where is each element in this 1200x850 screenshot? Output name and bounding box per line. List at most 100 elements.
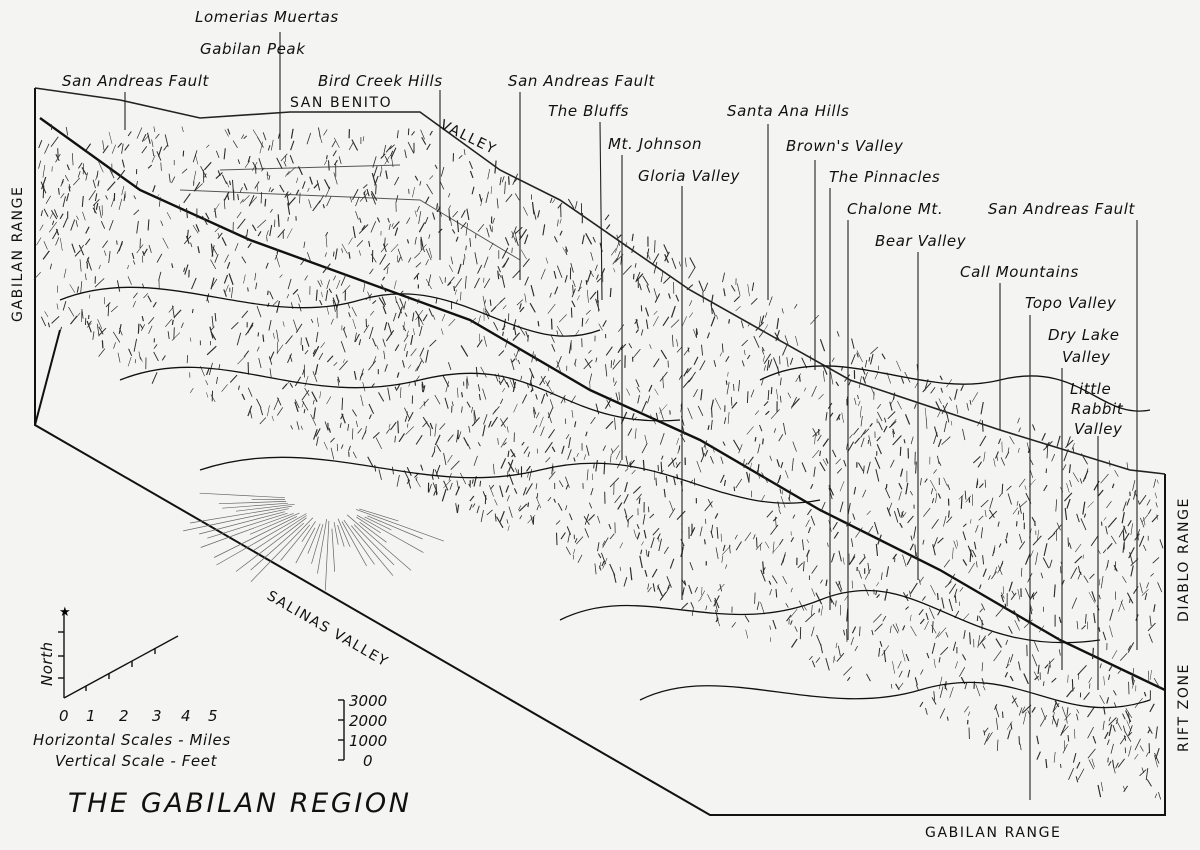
hachure-stroke	[731, 622, 736, 628]
hachure-stroke	[325, 155, 328, 160]
hachure-stroke	[472, 503, 476, 508]
hachure-stroke	[1119, 652, 1128, 661]
hachure-stroke	[744, 615, 750, 623]
hachure-stroke	[152, 149, 155, 156]
hachure-stroke	[924, 478, 928, 483]
hachure-stroke	[995, 607, 1004, 617]
hachure-stroke	[876, 582, 880, 587]
hachure-stroke	[486, 509, 493, 516]
hachure-stroke	[33, 271, 41, 280]
hachure-stroke	[1146, 779, 1152, 787]
hachure-stroke	[112, 331, 121, 343]
hachure-stroke	[143, 135, 150, 142]
hachure-stroke	[139, 356, 143, 362]
hachure-stroke	[160, 220, 164, 227]
hachure-stroke	[224, 129, 229, 137]
hachure-stroke	[962, 428, 966, 441]
hachure-stroke	[1100, 781, 1104, 792]
hachure-stroke	[647, 586, 652, 593]
hachure-stroke	[383, 350, 386, 360]
hachure-stroke	[328, 428, 331, 433]
hachure-stroke	[40, 316, 47, 327]
hachure-stroke	[158, 271, 162, 281]
hachure-stroke	[646, 252, 651, 260]
vtick-2000: 2000	[349, 712, 388, 730]
hachure-stroke	[1019, 500, 1028, 508]
hachure-stroke	[98, 327, 107, 336]
hachure-stroke	[171, 263, 174, 269]
hachure-stroke	[499, 510, 505, 522]
ray-stroke	[311, 524, 324, 564]
hachure-stroke	[1144, 592, 1148, 601]
hachure-stroke	[1053, 524, 1062, 534]
hachure-stroke	[147, 164, 153, 169]
hachure-stroke	[290, 140, 295, 151]
hachure-stroke	[425, 349, 429, 363]
hachure-stroke	[919, 618, 925, 625]
hachure-stroke	[497, 266, 501, 273]
hachure-stroke	[221, 384, 228, 392]
hachure-stroke	[864, 568, 871, 580]
hachure-stroke	[513, 353, 518, 361]
hachure-stroke	[186, 229, 189, 240]
hachure-stroke	[533, 407, 537, 415]
hachure-stroke	[348, 445, 351, 452]
valley-floor	[179, 164, 521, 261]
hachure-stroke	[1049, 660, 1051, 668]
hachure-stroke	[339, 360, 348, 371]
hachure-stroke	[41, 176, 47, 190]
hachure-stroke	[770, 409, 780, 420]
hachure-stroke	[183, 193, 191, 204]
hachure-stroke	[560, 532, 566, 540]
hachure-stroke	[527, 451, 531, 458]
hachure-stroke	[790, 608, 798, 618]
hachure-stroke	[939, 686, 944, 698]
hachure-stroke	[942, 405, 948, 416]
hachure-stroke	[408, 257, 412, 263]
hachure-stroke	[295, 189, 300, 195]
hachure-stroke	[862, 489, 867, 498]
hachure-stroke	[68, 186, 71, 192]
hachure-stroke	[476, 505, 480, 514]
hachure-stroke	[100, 221, 106, 229]
hachure-stroke	[618, 324, 625, 333]
hachure-stroke	[531, 351, 534, 363]
hachure-stroke	[258, 358, 262, 369]
hachure-stroke	[268, 175, 271, 181]
hachure-stroke	[733, 383, 735, 391]
hachure-stroke	[877, 411, 883, 422]
hachure-stroke	[236, 211, 242, 219]
hachure-stroke	[376, 217, 381, 223]
hachure-stroke	[782, 422, 787, 435]
hachure-stroke	[1001, 483, 1004, 494]
hachure-stroke	[355, 420, 358, 427]
hachure-stroke	[507, 450, 510, 457]
hachure-stroke	[666, 576, 672, 588]
hachure-stroke	[128, 348, 133, 357]
hachure-stroke	[1153, 478, 1157, 488]
hachure-stroke	[420, 239, 422, 251]
hachure-stroke	[584, 513, 590, 525]
vtick-0: 0	[363, 752, 373, 770]
hachure-stroke	[356, 240, 364, 247]
hachure-stroke	[818, 608, 821, 613]
hachure-stroke	[931, 497, 935, 504]
hachure-stroke	[1106, 739, 1110, 746]
hachure-stroke	[435, 298, 438, 304]
hachure-stroke	[746, 426, 754, 435]
hachure-stroke	[399, 298, 405, 308]
hachure-stroke	[835, 600, 837, 607]
hachure-stroke	[556, 360, 562, 373]
hachure-stroke	[763, 365, 767, 371]
hachure-stroke	[960, 495, 963, 509]
hachure-stroke	[921, 596, 926, 601]
hachure-stroke	[757, 443, 761, 454]
hachure-stroke	[567, 532, 571, 543]
hachure-stroke	[275, 255, 280, 268]
hachure-stroke	[565, 434, 570, 440]
hachure-stroke	[981, 662, 984, 672]
hachure-stroke	[552, 199, 556, 204]
hachure-stroke	[499, 177, 502, 186]
hachure-stroke	[103, 250, 107, 256]
hachure-stroke	[489, 224, 492, 232]
